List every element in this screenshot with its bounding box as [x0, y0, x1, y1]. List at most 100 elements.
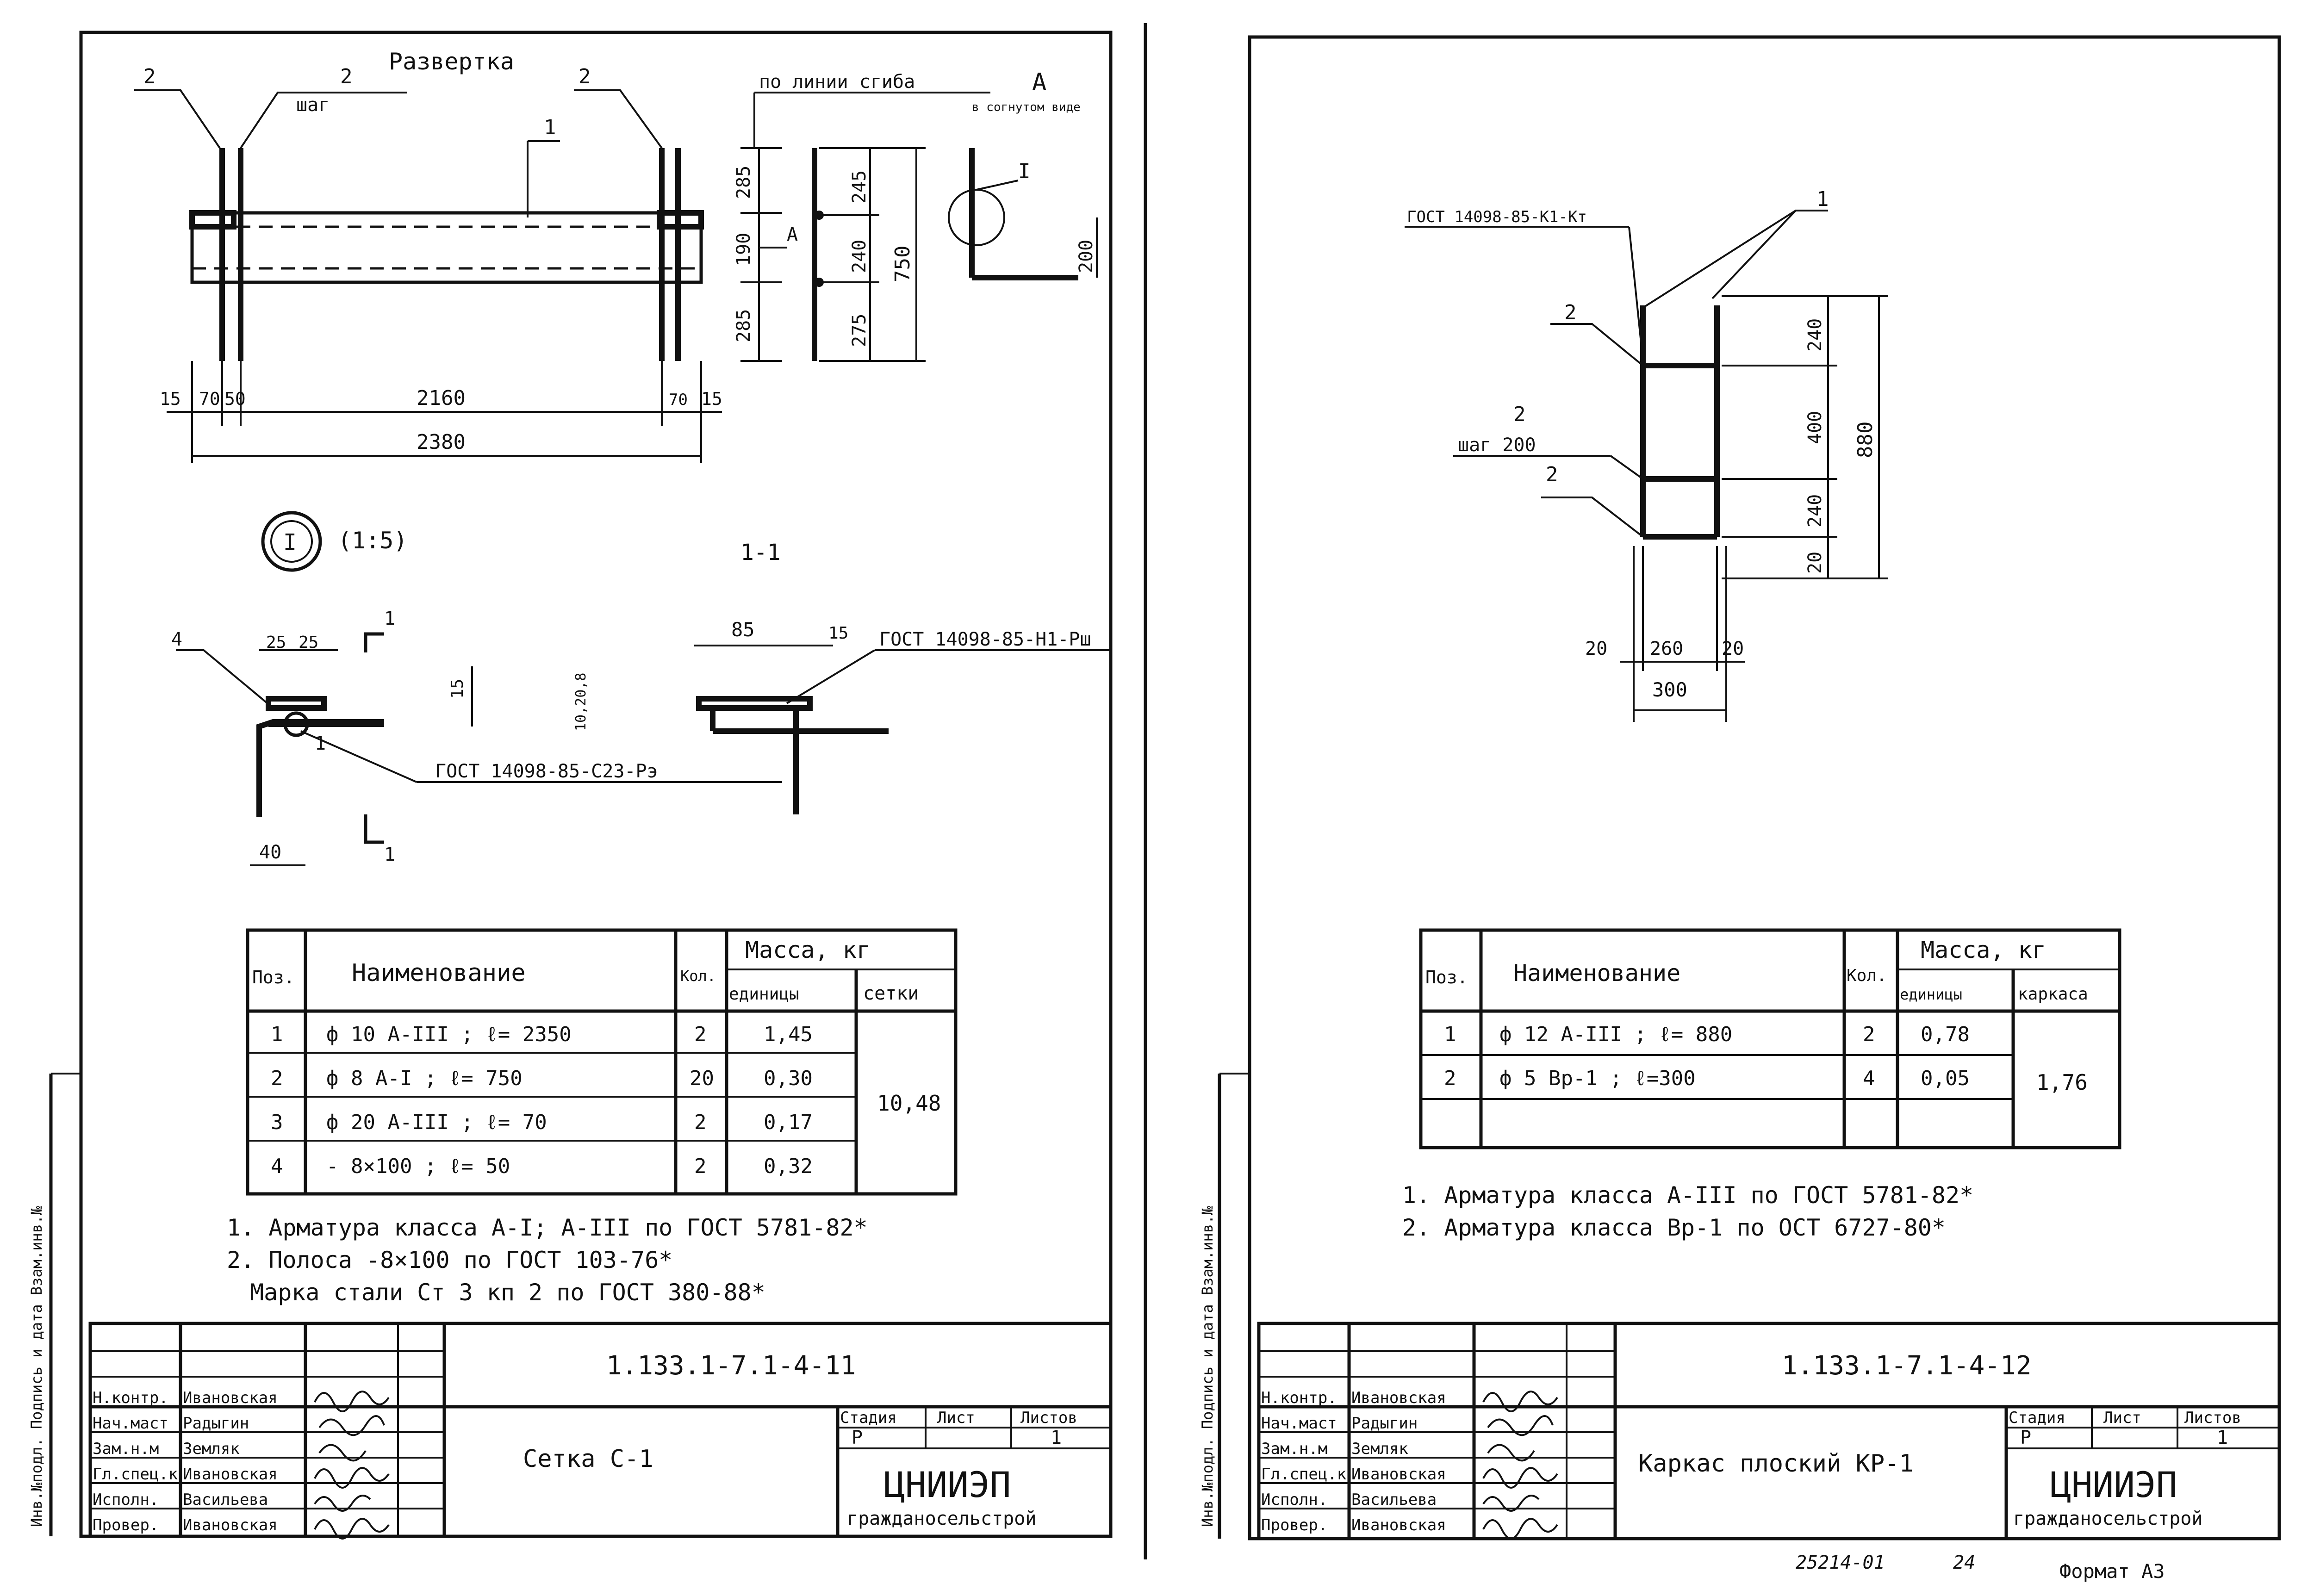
dim-750: 750 [891, 246, 914, 282]
sheets-header: Листов [1020, 1409, 1077, 1427]
staff-name: Земляк [1351, 1440, 1408, 1458]
cell-qty: 2 [1863, 1023, 1875, 1046]
staff-name: Ивановская [1351, 1465, 1446, 1484]
note-line: Марка стали Ст 3 кп 2 по ГОСТ 380-88* [250, 1279, 765, 1306]
th-unit: единицы [1900, 986, 1962, 1003]
dim-15-right: 15 [701, 389, 722, 409]
dim-880: 880 [1854, 422, 1877, 458]
dim-85: 85 [731, 618, 755, 641]
pos-label-1: 1 [544, 116, 556, 139]
sheet-1-frame [79, 31, 1113, 1538]
staff-name: Ивановская [1351, 1516, 1446, 1534]
pos-1-label: 1 [1816, 187, 1829, 211]
table-row: 3 ф 20 А-III ; ℓ= 70 2 0,17 [271, 1111, 813, 1134]
signature [314, 1391, 390, 1412]
bend-line-label: по линии сгиба [759, 71, 915, 93]
gost-weld-a: ГОСТ 14098-85-С23-Рэ [435, 761, 658, 782]
sheets-value: 1 [1051, 1427, 1062, 1448]
leader-2a [134, 89, 221, 149]
drawing-code: 1.133.1-7.1-4-12 [1782, 1351, 2031, 1381]
signature [1482, 1391, 1558, 1412]
cut-1-top: 1 [384, 608, 395, 629]
th-total: каркаса [2018, 985, 2088, 1004]
staff-row: Исполн. Васильева [93, 1490, 268, 1509]
staff-name: Ивановская [183, 1516, 278, 1534]
signature [314, 1495, 371, 1512]
staff-row: Провер. Ивановская [1261, 1516, 1446, 1534]
view-a-label: А [1032, 68, 1046, 96]
th-qty: Кол. [680, 967, 716, 985]
stage-value: Р [852, 1427, 863, 1448]
th-name: Наименование [352, 959, 526, 987]
title-block-frame [88, 1322, 1113, 1538]
pos-2-label-c: 2 [1546, 463, 1558, 486]
side-stamp-text: Инв.№подл. Подпись и дата Взам.инв.№ [28, 1206, 45, 1527]
staff-role: Гл.спец.к [1261, 1465, 1346, 1484]
sheet-header: Лист [2103, 1409, 2141, 1427]
th-mass: Масса, кг [745, 937, 871, 963]
side-stamp-text: Инв.№подл. Подпись и дата Взам.инв.№ [1199, 1206, 1216, 1527]
dim-15-left: 15 [160, 389, 181, 409]
notes-1: 1. Арматура класса А-I; А-III по ГОСТ 57… [227, 1214, 868, 1306]
title-block-1: 1.133.1-7.1-4-11 Сетка С-1 Стадия Лист Л… [88, 1322, 1113, 1540]
detail-scale: (1:5) [338, 527, 408, 554]
sheets-value: 1 [2217, 1427, 2228, 1448]
staff-role: Провер. [93, 1516, 159, 1534]
staff-name: Ивановская [183, 1389, 278, 1407]
cell-qty: 20 [690, 1067, 714, 1090]
dim-50: 50 [224, 389, 246, 409]
plate-top [657, 210, 704, 230]
dim-285-bottom: 285 [733, 309, 754, 342]
view-title: Развертка [389, 48, 514, 75]
cell-name: ф 20 А-III ; ℓ= 70 [326, 1111, 547, 1134]
signature [318, 1415, 385, 1436]
cell-name: ф 10 А-III ; ℓ= 2350 [326, 1023, 572, 1046]
cell-unit: 0,32 [764, 1155, 813, 1178]
dim-190: 190 [733, 233, 754, 266]
stage-header: Стадия [2009, 1409, 2065, 1427]
sheet-header: Лист [937, 1409, 975, 1427]
dim-285-top: 285 [733, 166, 754, 199]
pos-2-leader-a [1550, 323, 1644, 366]
dim-240: 240 [849, 240, 870, 273]
pos-label-2c: 2 [578, 65, 591, 88]
note-line: 1. Арматура класса А-III по ГОСТ 5781-82… [1402, 1182, 1973, 1209]
section-label: 1-1 [740, 540, 781, 565]
frame-view: ГОСТ 14098-85-К1-Кт 1 2 2 шаг 200 2 [1405, 187, 1888, 722]
cell-unit: 1,45 [764, 1023, 813, 1046]
pos-1-leader [1711, 210, 1828, 299]
step-label: шаг 200 [1458, 435, 1536, 456]
dim-20-left: 20 [1585, 638, 1607, 659]
cell-unit: 0,78 [1921, 1023, 1970, 1046]
th-unit: единицы [729, 985, 799, 1004]
leader-2c [574, 89, 663, 149]
detail-i-leader [976, 180, 1019, 191]
drawing-title: Сетка С-1 [523, 1445, 653, 1473]
table-frame [1419, 928, 2121, 1149]
th-total: сетки [863, 983, 919, 1004]
cell-name: ф 8 А-I ; ℓ= 750 [326, 1067, 523, 1090]
table-row: 2 ф 5 Вр-1 ; ℓ=300 4 0,05 [1444, 1067, 1970, 1090]
staff-row: Н.контр. Ивановская [1261, 1389, 1446, 1407]
dim-20-right: 20 [1722, 638, 1744, 659]
arrow-a-label: А [787, 224, 798, 245]
org-subname: гражданосельстрой [847, 1508, 1036, 1529]
staff-role: Исполн. [1261, 1490, 1327, 1509]
gost-weld-label: ГОСТ 14098-85-К1-Кт [1407, 208, 1587, 226]
cell-total: 10,48 [877, 1091, 941, 1116]
detail-mark: I [283, 529, 297, 555]
notes-2: 1. Арматура класса А-III по ГОСТ 5781-82… [1402, 1182, 1973, 1241]
sheet-2: Инв.№подл. Подпись и дата Взам.инв.№ ГОС… [1199, 35, 2281, 1583]
staff-role: Нач.маст [1261, 1414, 1337, 1433]
detail-mark-outer [261, 511, 322, 572]
staff-name: Ивановская [1351, 1389, 1446, 1407]
staff-role: Зам.н.м [1261, 1440, 1327, 1458]
cell-unit: 0,17 [764, 1111, 813, 1134]
cell-name: - 8×100 ; ℓ= 50 [326, 1155, 510, 1178]
dim-300: 300 [1652, 678, 1687, 701]
cut-1-bottom: 1 [384, 844, 395, 865]
dim-200: 200 [1076, 240, 1097, 273]
detail-i-circle [948, 189, 1005, 246]
signature [1487, 1415, 1554, 1436]
